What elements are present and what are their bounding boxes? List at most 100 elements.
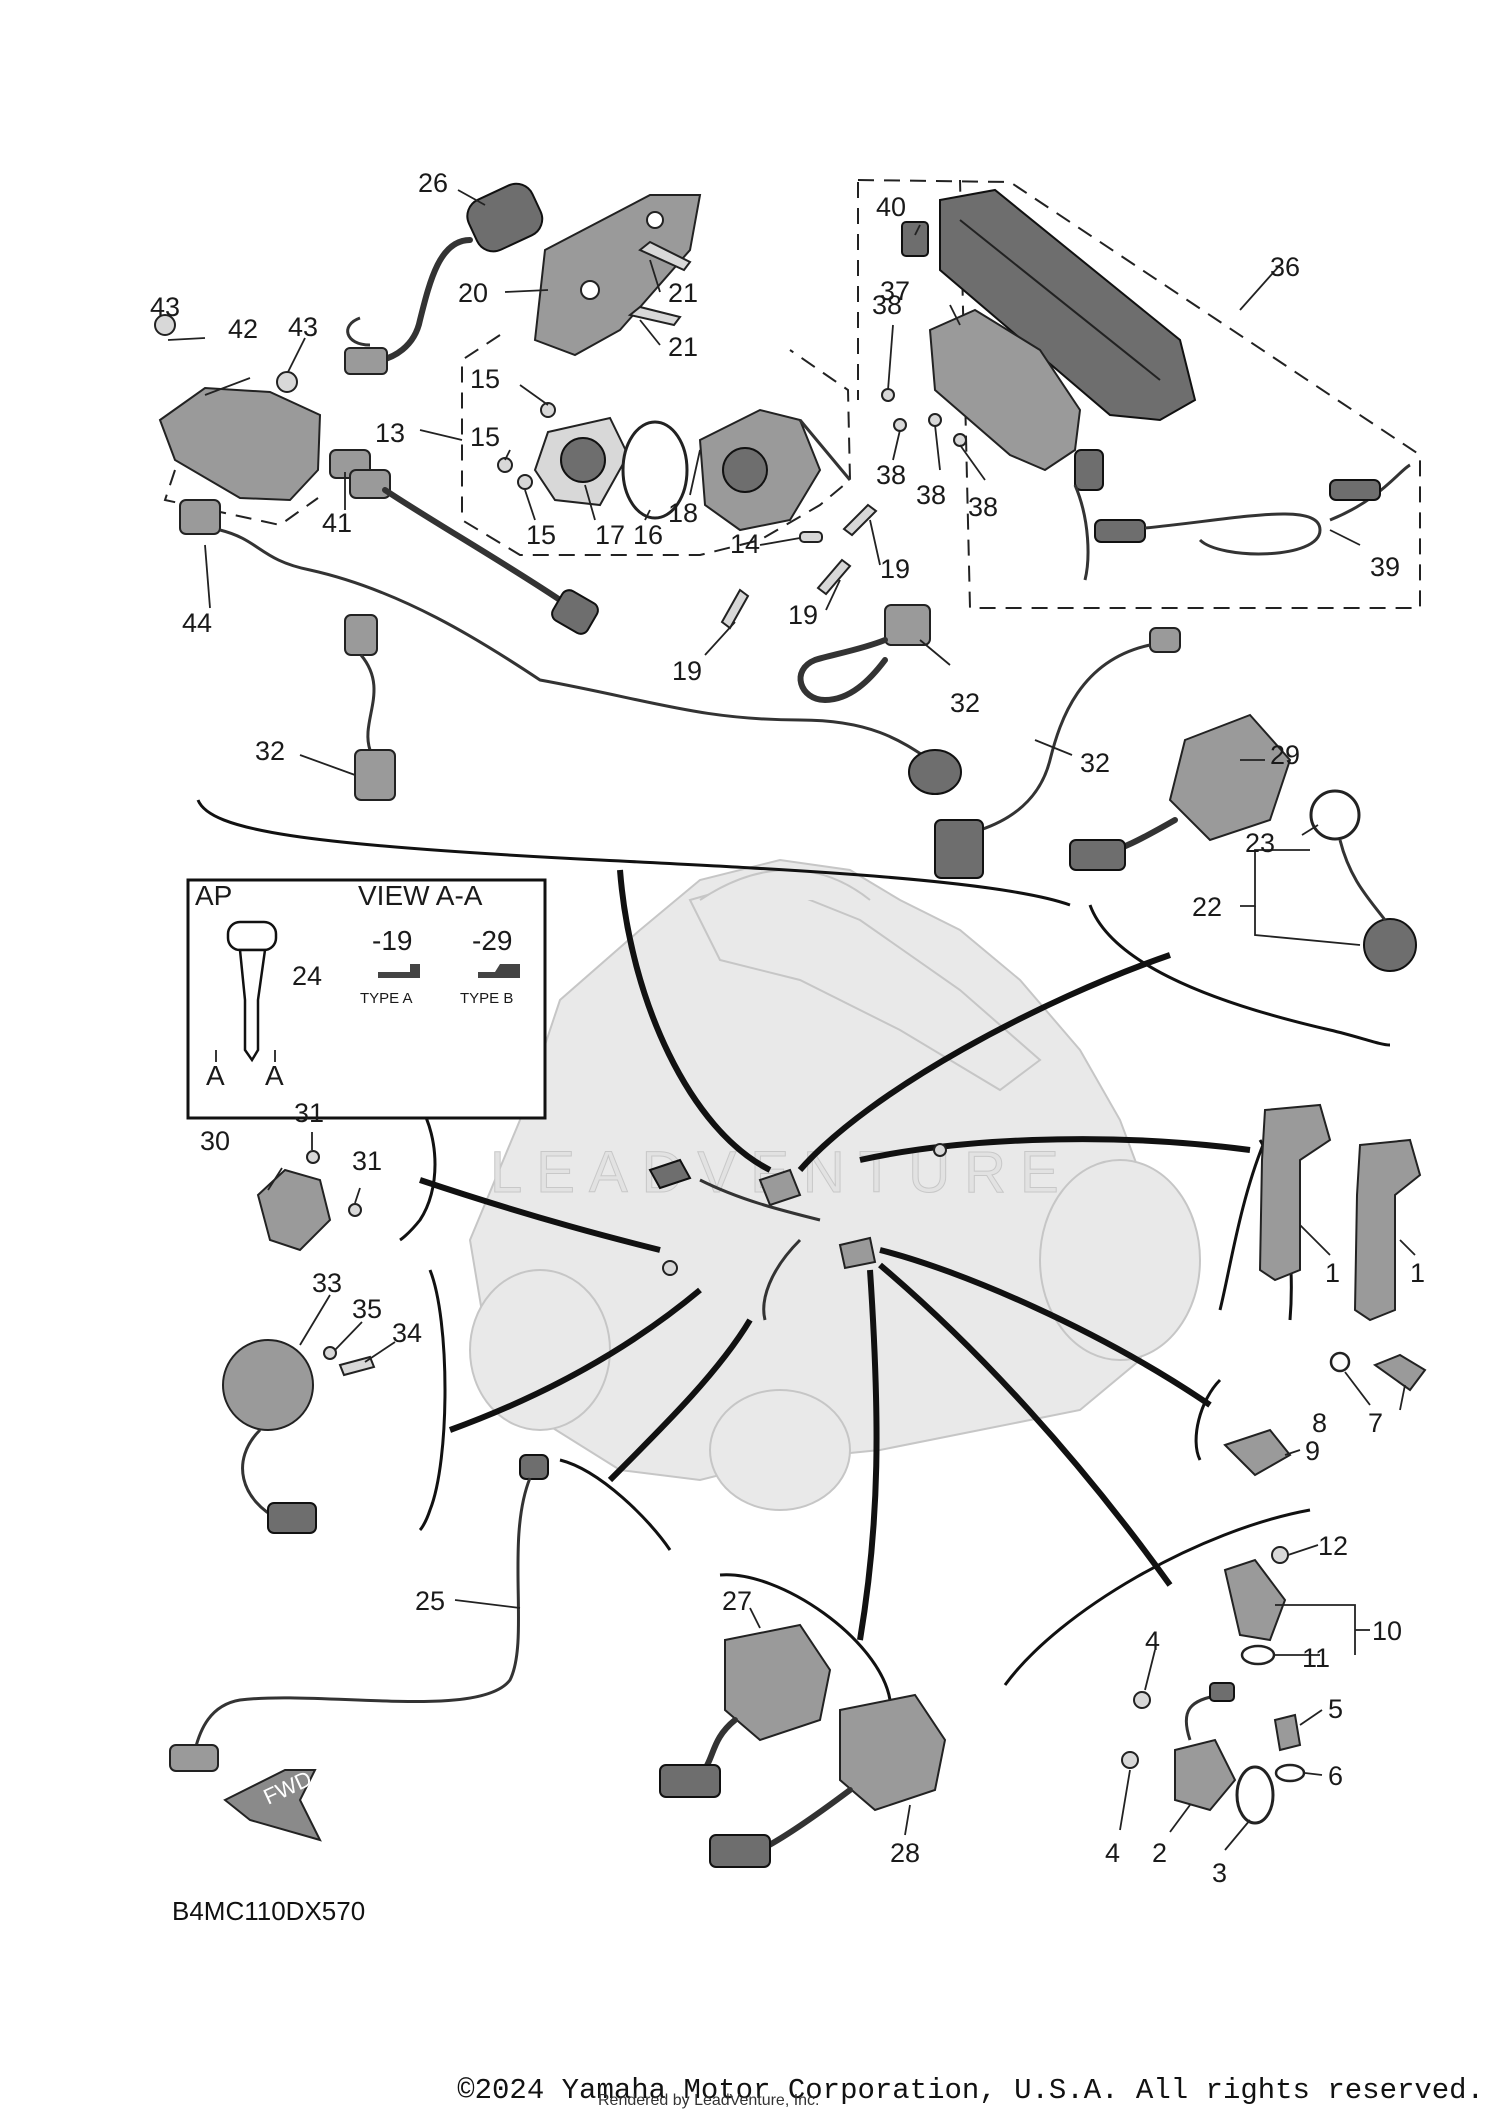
callout-42: 42	[228, 314, 258, 344]
callout-20: 20	[458, 278, 488, 308]
inset-view-label: VIEW A-A	[358, 880, 483, 911]
callout-31a: 31	[294, 1098, 324, 1128]
callout-numbers: 26 20 21 21 43 42 43 41 44 32 13 15 15 1…	[150, 168, 1425, 1888]
callout-11: 11	[1302, 1643, 1330, 1673]
callout-28: 28	[890, 1838, 920, 1868]
callout-1b: 1	[1410, 1258, 1425, 1288]
callout-24: 24	[292, 961, 322, 991]
part-21-bolts	[627, 240, 692, 327]
section-connector-lines	[419, 869, 1251, 1641]
watermark-text: LEADVENTURE	[490, 1140, 1073, 1205]
callout-8: 8	[1312, 1408, 1327, 1438]
callout-13: 13	[375, 418, 405, 448]
part-5-sensor	[1273, 1713, 1302, 1752]
part-27-motor	[659, 1623, 832, 1798]
callout-16: 16	[633, 520, 663, 550]
part-9-switch	[1223, 1428, 1292, 1477]
callout-38c: 38	[916, 480, 946, 510]
callout-7: 7	[1368, 1408, 1383, 1438]
callout-15a: 15	[470, 364, 500, 394]
part-29-main-switch	[1069, 713, 1292, 871]
footer: ©2024 Yamaha Motor Corporation, U.S.A. A…	[0, 2074, 1500, 2110]
inset-ap-label: AP	[195, 880, 232, 911]
part-32-right-sensor	[934, 627, 1181, 879]
callout-5: 5	[1328, 1694, 1343, 1724]
callout-19b: 19	[788, 600, 818, 630]
callout-14: 14	[730, 529, 760, 559]
callout-33: 33	[312, 1268, 342, 1298]
callout-17: 17	[595, 520, 625, 550]
inset-arrow-a-left: A	[206, 1060, 225, 1091]
part-16-gasket	[621, 420, 689, 520]
callout-19c: 19	[672, 656, 702, 686]
callout-36: 36	[1270, 252, 1300, 282]
callout-15b: 15	[470, 422, 500, 452]
callout-34: 34	[392, 1318, 422, 1348]
callout-26: 26	[418, 168, 448, 198]
part-23-cap	[1309, 789, 1361, 841]
callout-40: 40	[876, 192, 906, 222]
part-10-sensor	[1223, 1546, 1289, 1666]
callout-12: 12	[1318, 1531, 1348, 1561]
callout-4a: 4	[1145, 1626, 1160, 1656]
callout-43a: 43	[150, 292, 180, 322]
callout-29: 29	[1270, 740, 1300, 770]
inset-type-b: TYPE B	[460, 990, 513, 1007]
part-25-o2-sensor	[169, 1454, 549, 1772]
part-26-socket	[344, 182, 544, 375]
callout-10: 10	[1372, 1616, 1402, 1646]
part-22-assembly	[1338, 839, 1417, 972]
callout-41: 41	[322, 508, 352, 538]
fwd-arrow: FWD	[223, 1766, 322, 1842]
part-2-sensor	[1121, 1682, 1237, 1812]
inset-arrow-a-right: A	[265, 1060, 284, 1091]
callout-31b: 31	[352, 1146, 382, 1176]
callout-4b: 4	[1105, 1838, 1120, 1868]
callout-43b: 43	[288, 312, 318, 342]
part-30-sensor	[256, 1150, 362, 1252]
rendered-by-text: Rendered by LeadVenture, Inc.	[598, 2092, 820, 2109]
callout-39: 39	[1370, 552, 1400, 582]
part-19-bolts	[720, 503, 878, 630]
part-32-left-connector	[344, 614, 396, 801]
copyright-text: ©2024 Yamaha Motor Corporation, U.S.A. A…	[457, 2074, 1484, 2107]
part-6-washer	[1274, 1763, 1306, 1783]
part-18-actuator	[698, 408, 852, 532]
part-1-ignition-coils	[1258, 1103, 1422, 1322]
section-brackets	[196, 799, 1391, 1701]
part-44-sensor-lead	[179, 499, 962, 795]
callout-18: 18	[668, 498, 698, 528]
callout-23: 23	[1245, 828, 1275, 858]
callout-3: 3	[1212, 1858, 1227, 1888]
callout-1a: 1	[1325, 1258, 1340, 1288]
callout-9: 9	[1305, 1436, 1320, 1466]
part-39-extension-harness	[1094, 463, 1411, 556]
callout-38d: 38	[968, 492, 998, 522]
part-7-sensor	[1329, 1351, 1427, 1392]
part-37-meter-bracket	[928, 308, 1104, 581]
callout-27: 27	[722, 1586, 752, 1616]
callout-21b: 21	[668, 332, 698, 362]
inset-type-b-code: -29	[472, 925, 512, 956]
part-3-oring	[1235, 1765, 1275, 1825]
key-inset: AP VIEW A-A A A -19 -29 TYPE A TYPE B	[186, 878, 547, 1120]
callout-15c: 15	[526, 520, 556, 550]
callout-2: 2	[1152, 1838, 1167, 1868]
inset-type-a: TYPE A	[360, 990, 413, 1007]
callout-32c: 32	[1080, 748, 1110, 778]
part-28-motor	[709, 1693, 947, 1868]
part-42-ecu-bracket	[154, 314, 322, 527]
callout-22: 22	[1192, 892, 1222, 922]
callout-37: 37	[880, 276, 910, 306]
part-40-clip	[901, 221, 929, 257]
callout-25: 25	[415, 1586, 445, 1616]
assembly-36-box	[857, 179, 1421, 609]
leader-lines	[167, 189, 1416, 1851]
part-32-upper-connector	[797, 604, 931, 704]
part-15-screws	[497, 402, 556, 490]
callout-19a: 19	[880, 554, 910, 584]
part-20-bracket	[533, 194, 702, 357]
part-14-pin	[799, 531, 823, 543]
callout-30: 30	[200, 1126, 230, 1156]
inset-type-a-code: -19	[372, 925, 412, 956]
